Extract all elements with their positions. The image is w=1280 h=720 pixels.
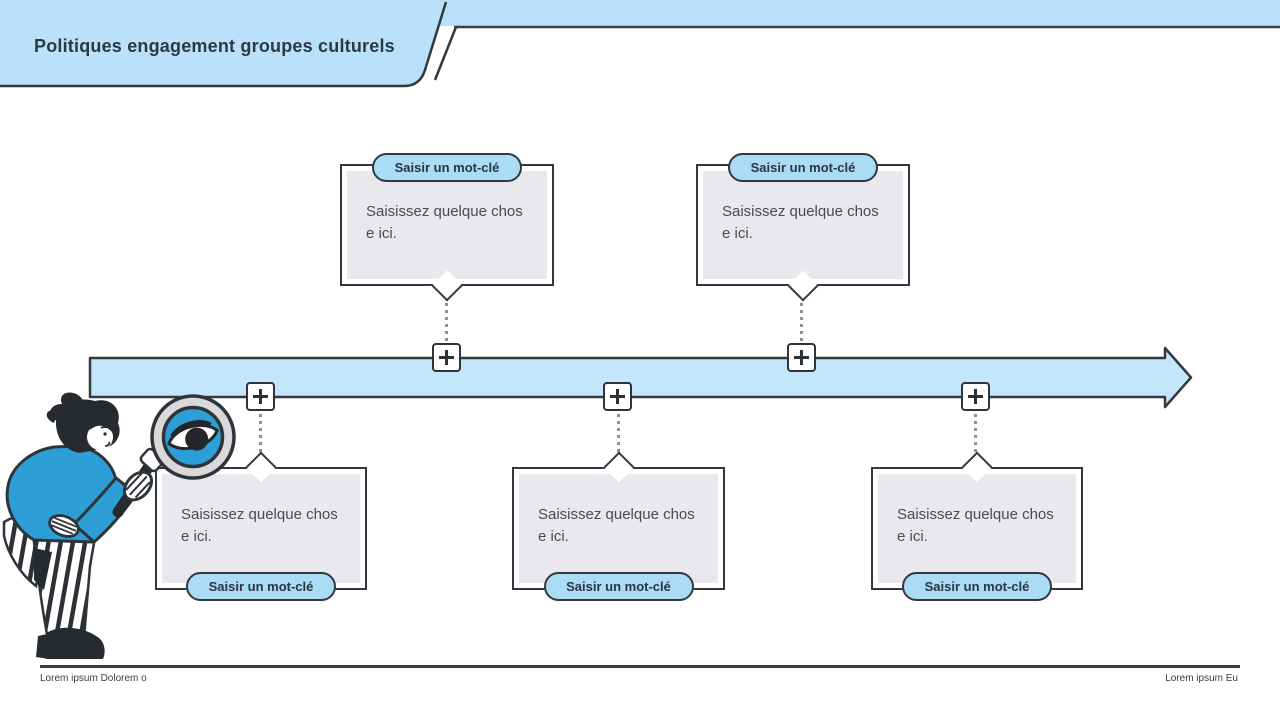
callout-body-area: Saisissez quelque chos e ici. <box>162 474 360 583</box>
callout-placeholder-text[interactable]: Saisissez quelque chos e ici. <box>722 203 879 242</box>
callout-body-area: Saisissez quelque chos e ici. <box>878 474 1076 583</box>
callout-body-area: Saisissez quelque chos e ici. <box>703 171 903 279</box>
keyword-pill[interactable]: Saisir un mot-clé <box>728 153 878 182</box>
add-item-button[interactable] <box>432 343 461 372</box>
callout-body-area: Saisissez quelque chos e ici. <box>519 474 718 583</box>
plus-icon <box>974 389 977 404</box>
plus-icon <box>800 350 803 365</box>
footer-left-text[interactable]: Lorem ipsum Dolorem o <box>40 673 147 684</box>
callout-placeholder-text[interactable]: Saisissez quelque chos e ici. <box>897 506 1054 545</box>
keyword-pill[interactable]: Saisir un mot-clé <box>372 153 522 182</box>
connector-dotted-line <box>800 303 803 341</box>
keyword-pill[interactable]: Saisir un mot-clé <box>186 572 336 601</box>
add-item-button[interactable] <box>246 382 275 411</box>
callout-placeholder-text[interactable]: Saisissez quelque chos e ici. <box>181 506 338 545</box>
add-item-button[interactable] <box>603 382 632 411</box>
footer-divider-line <box>40 665 1240 668</box>
connector-dotted-line <box>445 303 448 341</box>
add-item-button[interactable] <box>961 382 990 411</box>
plus-icon <box>259 389 262 404</box>
plus-icon <box>616 389 619 404</box>
callout-card-top-2[interactable]: Saisissez quelque chos e ici. Saisir un … <box>696 153 910 302</box>
keyword-pill[interactable]: Saisir un mot-clé <box>543 572 694 601</box>
connector-dotted-line <box>259 414 262 452</box>
title-ribbon <box>0 0 1280 88</box>
plus-icon <box>445 350 448 365</box>
callout-card-top-1[interactable]: Saisissez quelque chos e ici. Saisir un … <box>340 153 554 302</box>
connector-dotted-line <box>974 414 977 452</box>
callout-body-area: Saisissez quelque chos e ici. <box>347 171 547 279</box>
callout-placeholder-text[interactable]: Saisissez quelque chos e ici. <box>366 203 523 242</box>
callout-card-bottom-3[interactable]: Saisissez quelque chos e ici. Saisir un … <box>871 451 1083 601</box>
callout-placeholder-text[interactable]: Saisissez quelque chos e ici. <box>538 506 695 545</box>
footer-right-text[interactable]: Lorem ipsum Eu <box>1165 673 1238 684</box>
woman-with-magnifying-glass-illustration <box>2 392 236 659</box>
page-title[interactable]: Politiques engagement groupes culturels <box>34 36 395 56</box>
add-item-button[interactable] <box>787 343 816 372</box>
keyword-pill[interactable]: Saisir un mot-clé <box>902 572 1052 601</box>
callout-card-bottom-1[interactable]: Saisissez quelque chos e ici. Saisir un … <box>155 451 367 601</box>
connector-dotted-line <box>617 414 620 452</box>
callout-card-bottom-2[interactable]: Saisissez quelque chos e ici. Saisir un … <box>512 451 725 601</box>
